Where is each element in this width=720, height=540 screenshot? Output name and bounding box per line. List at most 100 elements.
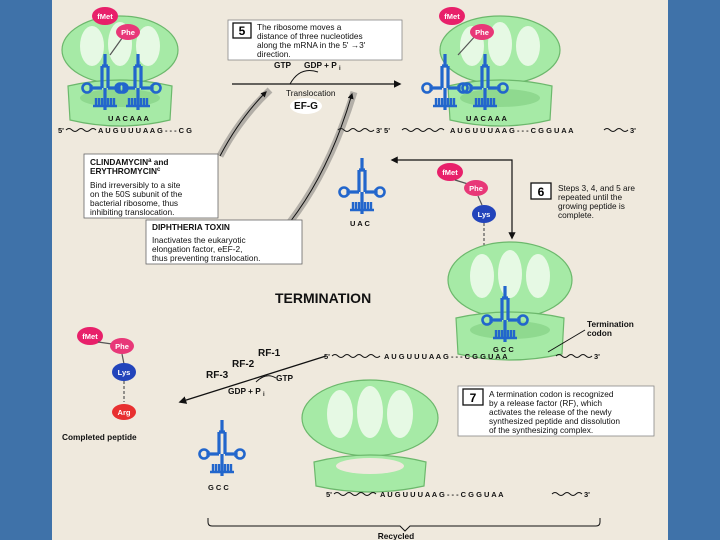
phe-node-3	[464, 180, 488, 196]
step-7-box: 7 A termination codon is recognized by a…	[457, 385, 655, 437]
right-border-bar	[668, 0, 720, 540]
step-6-line-4: complete.	[558, 210, 594, 220]
antibiotic1-line-4: inhibiting translocation.	[90, 207, 174, 217]
arg-label-2: Arg	[118, 408, 131, 417]
step-5-line-1: The ribosome moves a	[257, 22, 342, 32]
cycle-arrow	[400, 159, 516, 240]
translation-diagram: fMet Phe U A C A A A 5' A U G U U U A A …	[58, 7, 655, 540]
phe-node-1	[116, 24, 140, 40]
fmet-label-1: fMet	[97, 12, 113, 21]
fmet-node-4	[77, 327, 103, 345]
small-subunit-free	[313, 454, 427, 493]
step-7-line-3: activates the release of the newly	[489, 407, 613, 417]
step-5-number: 5	[239, 24, 246, 38]
step-6-box: 6 Steps 3, 4, and 5 are repeated until t…	[530, 182, 635, 220]
erythromycin-name: ERYTHROMYCINc	[90, 166, 161, 176]
ribosome-2-anticodons: U A C A A A	[466, 114, 508, 123]
antibiotic-box-clindamycin: CLINDAMYCINa and ERYTHROMYCINc Bind irre…	[83, 153, 219, 219]
step-6-line-2: repeated until the	[558, 192, 623, 202]
termination-mrna-3prime: 3'	[594, 352, 600, 361]
translocation-label: Translocation	[286, 88, 336, 98]
release-gdp-pi: GDP + P	[228, 386, 261, 396]
ribosome-2	[439, 15, 561, 127]
phe-label-1: Phe	[121, 28, 135, 37]
translocation-arrow: GTP GDP + P i Translocation EF-G	[232, 60, 402, 114]
release-gtp: GTP	[276, 373, 294, 383]
fmet-label-2: fMet	[444, 12, 460, 21]
step-5-line-2: distance of three nucleotides	[257, 31, 363, 41]
termination-codon-label-2: codon	[587, 328, 612, 338]
antibiotic1-line-2: on the 50S subunit of the	[90, 189, 183, 199]
step-5-line-3: along the mRNA in the 5' →3'	[257, 40, 366, 50]
step-7-line-2: by a release factor (RF), which	[489, 398, 602, 408]
translocation-gtp: GTP	[274, 60, 292, 70]
step-7-number: 7	[470, 391, 477, 405]
final-mrna-3prime: 3'	[584, 490, 590, 499]
fmet-label-4: fMet	[82, 332, 98, 341]
step-7-line-4: synthesized peptide and dissolution	[489, 416, 620, 426]
termination-anticodon: G C C	[493, 345, 514, 354]
large-subunit-free	[301, 379, 439, 457]
released-trna-anticodon: G C C	[208, 483, 229, 492]
termination-mrna-5prime: 5'	[324, 352, 330, 361]
step-7-line-1: A termination codon is recognized	[489, 389, 614, 399]
antibiotic-box-diphtheria: DIPHTHERIA TOXIN Inactivates the eukaryo…	[145, 219, 303, 265]
step-6-line-1: Steps 3, 4, and 5 are	[558, 183, 635, 193]
rf3-label: RF-3	[206, 370, 229, 381]
lys-label-1: Lys	[478, 210, 491, 219]
fmet-node-2	[439, 7, 465, 25]
ribosome-1-mrna-seq: A U G U U U A A G - - - C G	[98, 126, 192, 135]
diphtheria-name: DIPHTHERIA TOXIN	[152, 222, 230, 232]
phe-node-2	[470, 24, 494, 40]
step-6-number: 6	[538, 185, 545, 199]
rf1-label: RF-1	[258, 348, 281, 359]
antibiotic1-line-1: Bind irreversibly to a site	[90, 180, 181, 190]
ribosome-1-anticodons: U A C A A A	[108, 114, 150, 123]
release-factor-arrow: RF-1 RF-2 RF-3 GTP GDP + P i	[178, 348, 327, 404]
recycled-label: Recycled	[378, 531, 414, 540]
termination-heading: TERMINATION	[275, 290, 371, 306]
antibiotic2-line-3: thus preventing translocation.	[152, 253, 260, 263]
lys-node-1	[472, 205, 496, 223]
step-5-box: 5 The ribosome moves a distance of three…	[227, 19, 403, 61]
final-mrna-seq: A U G U U U A A G - - - C G G U A A	[380, 490, 504, 499]
phe-label-3: Phe	[469, 184, 483, 193]
completed-peptide-label: Completed peptide	[62, 432, 137, 442]
ef-g-label: EF-G	[294, 101, 318, 112]
clindamycin-arrow	[219, 91, 267, 157]
free-trna-anticodon: U A C	[350, 219, 370, 228]
termination-codon-label-1: Termination	[587, 319, 634, 329]
antibiotic2-line-1: Inactivates the eukaryotic	[152, 235, 246, 245]
clindamycin-name: CLINDAMYCINa and	[90, 157, 168, 167]
ribosome-2-mrna-seq: A U G U U U A A G - - - C G G U A A	[450, 126, 574, 135]
termination-mrna-seq: A U G U U U A A G - - - C G G U A A	[384, 352, 508, 361]
phe-label-2: Phe	[475, 28, 489, 37]
fmet-node-1	[92, 7, 118, 25]
fmet-node-3	[437, 163, 463, 181]
final-mrna-5prime: 5'	[326, 490, 332, 499]
ribosome-2-mrna-3prime: 3'	[630, 126, 636, 135]
ribosome-1-mrna-5prime: 5'	[58, 126, 64, 135]
step-5-line-4: direction.	[257, 49, 291, 59]
phe-node-4	[110, 338, 134, 354]
step-7-line-5: of the synthesizing complex.	[489, 425, 593, 435]
antibiotic2-line-2: elongation factor, eEF-2,	[152, 244, 242, 254]
lys-node-2	[112, 363, 136, 381]
ribosome-2-mrna-ends: 3' 5'	[376, 126, 390, 135]
phe-label-4: Phe	[115, 342, 129, 351]
lys-label-2: Lys	[118, 368, 131, 377]
recycled-bracket	[207, 518, 601, 532]
release-pi-sub: i	[263, 392, 265, 398]
rf2-label: RF-2	[232, 359, 255, 370]
translocation-pi-sub: i	[339, 66, 341, 72]
ribosome-3	[447, 241, 573, 361]
fmet-label-3: fMet	[442, 168, 458, 177]
translocation-gdp-pi: GDP + P	[304, 60, 337, 70]
step-6-line-3: growing peptide is	[558, 201, 625, 211]
left-border-bar	[0, 0, 52, 540]
arg-node-2	[112, 404, 136, 420]
free-trna	[337, 156, 387, 216]
diphtheria-arrow	[289, 92, 354, 223]
ef-g-bubble	[290, 98, 322, 114]
diagram-frame: fMet Phe U A C A A A 5' A U G U U U A A …	[52, 0, 668, 540]
